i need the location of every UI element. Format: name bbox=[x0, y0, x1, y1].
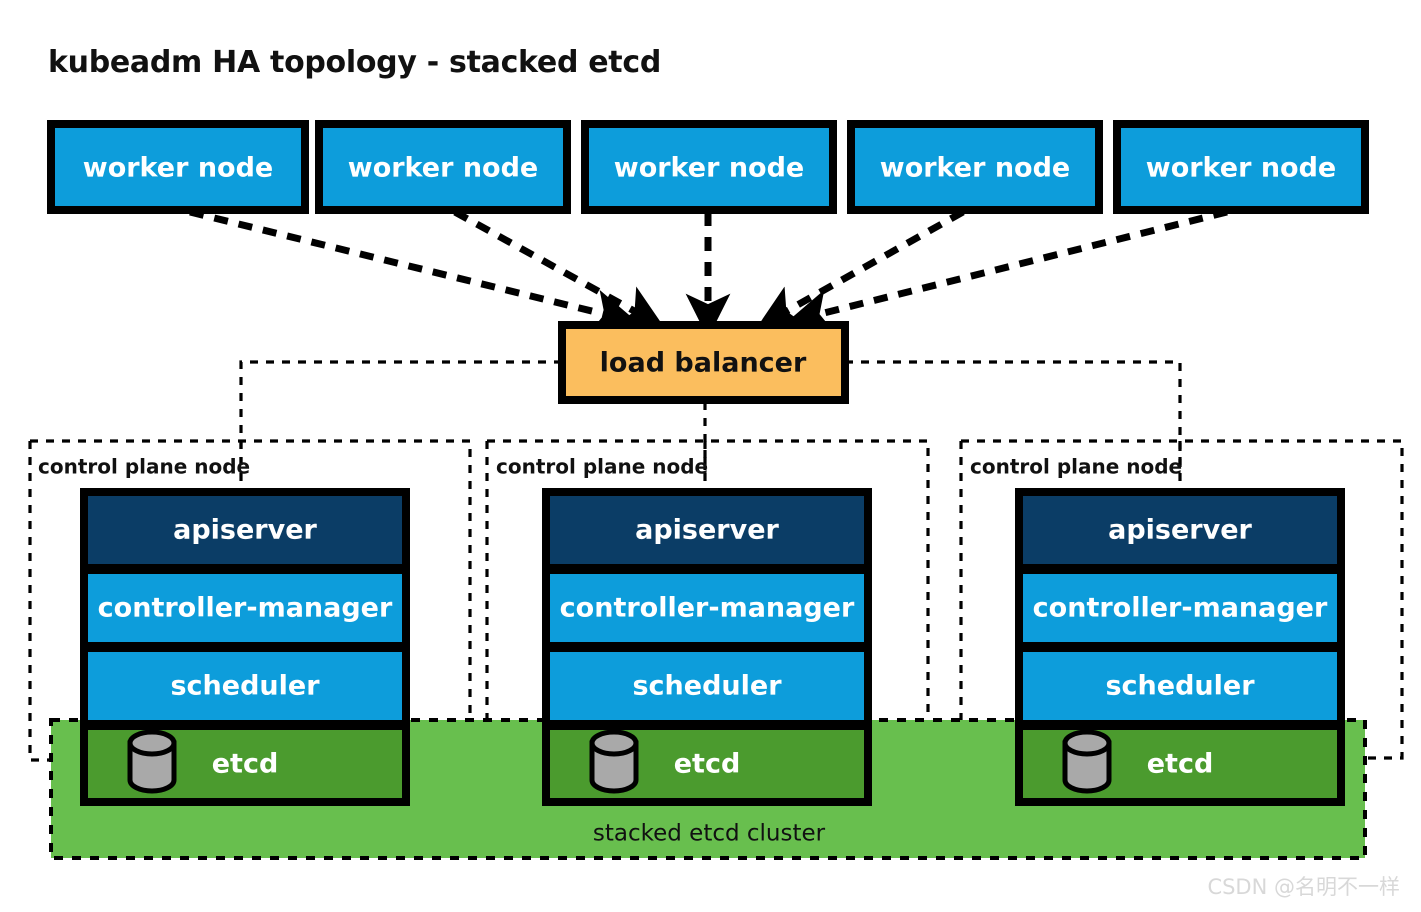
scheduler-label: scheduler bbox=[1105, 671, 1255, 702]
controller-manager-label: controller-manager bbox=[98, 593, 393, 624]
arrow-worker4-to-lb bbox=[756, 208, 965, 328]
diagram-title: kubeadm HA topology - stacked etcd bbox=[48, 45, 661, 80]
controller-manager-1[interactable]: controller-manager bbox=[80, 566, 410, 650]
worker-node-label: worker node bbox=[348, 153, 538, 184]
worker-node-label: worker node bbox=[614, 153, 804, 184]
cluster-band-label: stacked etcd cluster bbox=[593, 821, 826, 847]
arrow-worker5-to-lb bbox=[786, 208, 1228, 334]
controller-manager-2[interactable]: controller-manager bbox=[542, 566, 872, 650]
worker-node-box[interactable] bbox=[847, 120, 1103, 214]
loadbalancer-to-controlplane-connectors bbox=[239, 360, 1182, 470]
etcd-2[interactable]: etcd bbox=[542, 722, 872, 806]
controller-manager-label: controller-manager bbox=[1033, 593, 1328, 624]
control-plane-node-2-label: control plane node bbox=[496, 455, 708, 479]
worker-node-5[interactable]: worker node bbox=[1113, 120, 1369, 214]
controller-manager-label: controller-manager bbox=[560, 593, 855, 624]
controller-manager-3[interactable]: controller-manager bbox=[1015, 566, 1345, 650]
control-plane-group-labels: control plane node control plane node co… bbox=[38, 455, 1182, 479]
worker-to-loadbalancer-arrows bbox=[189, 208, 1228, 339]
controller-manager-box[interactable] bbox=[542, 566, 872, 650]
apiserver-3[interactable]: apiserver bbox=[1015, 488, 1345, 572]
connector-lb-to-cp1 bbox=[239, 360, 562, 470]
scheduler-box[interactable] bbox=[542, 644, 872, 728]
control-plane-node-2-stack: apiserver controller-manager scheduler e… bbox=[542, 488, 872, 806]
worker-node-box[interactable] bbox=[315, 120, 571, 214]
worker-node-label: worker node bbox=[1146, 153, 1336, 184]
load-balancer[interactable]: load balancer bbox=[558, 321, 849, 404]
load-balancer-box[interactable] bbox=[558, 321, 849, 404]
scheduler-label: scheduler bbox=[170, 671, 320, 702]
connector-lb-to-cp3 bbox=[845, 360, 1182, 470]
control-plane-node-3-label: control plane node bbox=[970, 455, 1182, 479]
scheduler-3[interactable]: scheduler bbox=[1015, 644, 1345, 728]
worker-node-1[interactable]: worker node bbox=[47, 120, 309, 214]
apiserver-1[interactable]: apiserver bbox=[80, 488, 410, 572]
apiserver-label: apiserver bbox=[635, 515, 779, 546]
worker-node-row: worker node worker node worker node work… bbox=[47, 120, 1369, 214]
scheduler-1[interactable]: scheduler bbox=[80, 644, 410, 728]
etcd-3[interactable]: etcd bbox=[1015, 722, 1345, 806]
database-cylinder-icon bbox=[589, 729, 639, 794]
control-plane-node-1-stack: apiserver controller-manager scheduler e… bbox=[80, 488, 410, 806]
worker-node-label: worker node bbox=[83, 153, 273, 184]
worker-node-box[interactable] bbox=[1113, 120, 1369, 214]
worker-node-box[interactable] bbox=[47, 120, 309, 214]
worker-node-3[interactable]: worker node bbox=[581, 120, 837, 214]
etcd-label: etcd bbox=[1147, 749, 1214, 780]
worker-node-label: worker node bbox=[880, 153, 1070, 184]
controller-manager-box[interactable] bbox=[80, 566, 410, 650]
load-balancer-label: load balancer bbox=[600, 348, 807, 379]
apiserver-box[interactable] bbox=[1015, 488, 1345, 572]
scheduler-box[interactable] bbox=[80, 644, 410, 728]
scheduler-label: scheduler bbox=[632, 671, 782, 702]
scheduler-box[interactable] bbox=[1015, 644, 1345, 728]
arrow-worker2-to-lb bbox=[453, 208, 665, 328]
watermark: CSDN @名明不一样 bbox=[1207, 875, 1400, 899]
scheduler-2[interactable]: scheduler bbox=[542, 644, 872, 728]
controller-manager-box[interactable] bbox=[1015, 566, 1345, 650]
database-cylinder-icon bbox=[127, 729, 177, 794]
apiserver-label: apiserver bbox=[1108, 515, 1252, 546]
worker-node-2[interactable]: worker node bbox=[315, 120, 571, 214]
etcd-1[interactable]: etcd bbox=[80, 722, 410, 806]
etcd-label: etcd bbox=[212, 749, 279, 780]
etcd-label: etcd bbox=[674, 749, 741, 780]
worker-node-4[interactable]: worker node bbox=[847, 120, 1103, 214]
apiserver-label: apiserver bbox=[173, 515, 317, 546]
database-cylinder-icon bbox=[1062, 729, 1112, 794]
control-plane-node-1-label: control plane node bbox=[38, 455, 250, 479]
control-plane-node-3-stack: apiserver controller-manager scheduler e… bbox=[1015, 488, 1345, 806]
apiserver-2[interactable]: apiserver bbox=[542, 488, 872, 572]
worker-node-box[interactable] bbox=[581, 120, 837, 214]
